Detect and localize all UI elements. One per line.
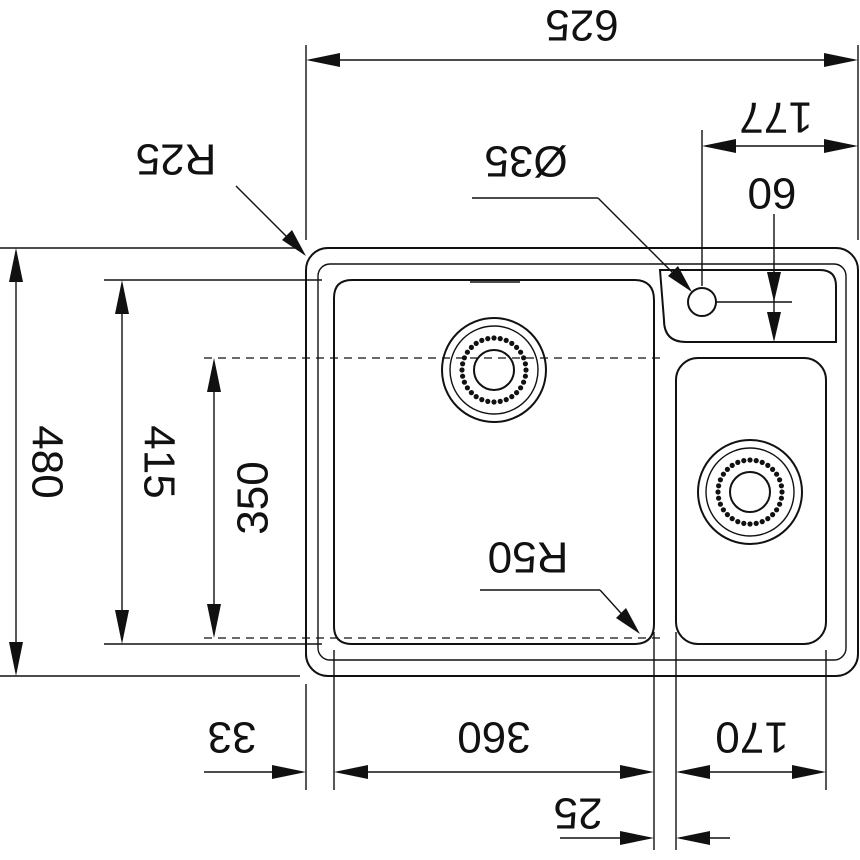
tap-hole-offset-label: 60 — [748, 168, 797, 217]
tap-ledge — [658, 269, 837, 343]
bowl-radius-label: R50 — [488, 532, 569, 581]
small-bowl — [675, 357, 827, 645]
dimension-labels: 625 177 Ø35 60 R25 480 415 350 R50 33 36… — [22, 0, 812, 837]
main-drain-icon — [441, 317, 547, 423]
sink-rim — [317, 263, 847, 661]
overall-depth-label: 480 — [22, 425, 71, 498]
bowl-gap-label: 25 — [554, 788, 603, 837]
overall-width-label: 625 — [545, 0, 618, 49]
main-bowl-width-label: 360 — [457, 712, 530, 761]
right-offset-label: 177 — [739, 92, 812, 141]
corner-radius-label: R25 — [136, 134, 217, 183]
left-margin-label: 33 — [208, 712, 257, 761]
dimension-lines — [0, 45, 859, 850]
sink-outline — [305, 247, 859, 677]
tap-hole-icon — [687, 287, 717, 317]
main-bowl — [333, 279, 655, 645]
drain-offset-label: 350 — [229, 461, 278, 534]
main-bowl-depth-label: 415 — [134, 425, 183, 498]
small-drain-icon — [697, 439, 803, 545]
small-bowl-width-label: 170 — [715, 712, 788, 761]
tap-hole-diameter-label: Ø35 — [484, 136, 567, 185]
sink-outer-edge — [305, 247, 859, 677]
